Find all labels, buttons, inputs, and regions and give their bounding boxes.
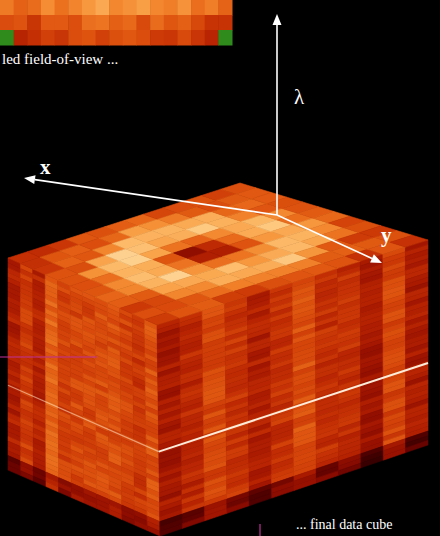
strip-pixel bbox=[136, 0, 150, 16]
spectrum-pixel bbox=[33, 476, 46, 486]
strip-pixel bbox=[109, 15, 123, 31]
emission-line bbox=[159, 363, 428, 452]
strip-pixel bbox=[82, 15, 96, 31]
strip-pixel bbox=[205, 0, 219, 16]
strip-pixel bbox=[218, 30, 232, 46]
strip-pixel bbox=[0, 30, 14, 46]
image-pixel bbox=[390, 235, 428, 247]
spectrum-pixel bbox=[406, 440, 428, 452]
cube-top-face bbox=[8, 183, 428, 325]
spectrum-pixel bbox=[46, 482, 59, 492]
strip-pixel bbox=[82, 30, 96, 46]
strip-pixel bbox=[205, 30, 219, 46]
strip-pixel bbox=[150, 30, 164, 46]
strip-pixel bbox=[14, 0, 28, 16]
strip-pixel bbox=[14, 30, 28, 46]
strip-pixel bbox=[41, 30, 55, 46]
strip-pixel bbox=[123, 30, 137, 46]
spectrum-pixel bbox=[109, 509, 122, 519]
strip-pixel bbox=[218, 15, 232, 31]
strip-pixel bbox=[0, 0, 14, 16]
slice-marker bbox=[0, 356, 97, 357]
strip-pixel bbox=[14, 15, 28, 31]
strip-pixel bbox=[96, 30, 110, 46]
spectrum-pixel bbox=[182, 516, 204, 528]
spectrum-pixel bbox=[135, 520, 148, 530]
strip-pixel bbox=[164, 15, 178, 31]
spectrum-pixel bbox=[227, 501, 249, 513]
strip-pixel bbox=[218, 0, 232, 16]
strip-pixel bbox=[55, 30, 69, 46]
strip-pixel bbox=[123, 15, 137, 31]
strip-pixel bbox=[27, 15, 41, 31]
strip-pixel bbox=[68, 15, 82, 31]
strip-pixel bbox=[109, 30, 123, 46]
strip-pixel bbox=[191, 0, 205, 16]
spectrum-pixel bbox=[339, 463, 361, 475]
emission-line bbox=[8, 385, 159, 451]
caption-note: ... final data cube bbox=[296, 517, 392, 532]
spectrum-pixel bbox=[361, 455, 383, 467]
axis-line bbox=[35, 180, 277, 215]
slice-marker bbox=[259, 524, 260, 536]
spectrum-pixel bbox=[249, 493, 271, 505]
strip-pixel bbox=[55, 0, 69, 16]
strip-pixel bbox=[136, 15, 150, 31]
strip-pixel bbox=[177, 0, 191, 16]
spectrum-pixel bbox=[122, 515, 135, 525]
spectrum-pixel bbox=[316, 471, 338, 483]
strip-pixel bbox=[82, 0, 96, 16]
axis-arrowhead bbox=[24, 175, 36, 184]
spectrum-pixel bbox=[84, 498, 97, 508]
strip-pixel bbox=[136, 30, 150, 46]
strip-pixel bbox=[150, 0, 164, 16]
strip-pixel bbox=[68, 0, 82, 16]
strip-pixel bbox=[27, 30, 41, 46]
spectrum-pixel bbox=[8, 465, 21, 475]
strip-pixel bbox=[164, 30, 178, 46]
strip-pixel bbox=[205, 15, 219, 31]
strip-pixel bbox=[0, 15, 14, 31]
strip-pixel bbox=[191, 30, 205, 46]
strip-pixel bbox=[150, 15, 164, 31]
axis-label: x bbox=[40, 156, 51, 179]
axis-label: y bbox=[381, 224, 392, 247]
axis-line bbox=[276, 25, 278, 215]
spectrum-pixel bbox=[97, 504, 110, 514]
strip-pixel bbox=[41, 15, 55, 31]
axis-line bbox=[277, 215, 372, 258]
strip-pixel bbox=[109, 0, 123, 16]
spectrum-pixel bbox=[160, 524, 182, 536]
axis-arrowhead bbox=[273, 14, 282, 25]
spectrum-pixel bbox=[21, 471, 34, 481]
strip-pixel bbox=[68, 30, 82, 46]
spectrum-pixel bbox=[71, 493, 84, 503]
strip-pixel bbox=[41, 0, 55, 16]
strip-pixel bbox=[177, 30, 191, 46]
caption-note: led field-of-view ... bbox=[2, 51, 118, 68]
strip-pixel bbox=[164, 0, 178, 16]
strip-pixel bbox=[123, 0, 137, 16]
strip-pixel bbox=[96, 15, 110, 31]
sampled-field-strip bbox=[0, 0, 233, 46]
cube-right-face bbox=[157, 240, 428, 536]
strip-pixel bbox=[191, 15, 205, 31]
spectrum-pixel bbox=[147, 526, 160, 536]
spectrum-pixel bbox=[294, 478, 316, 490]
strip-pixel bbox=[96, 0, 110, 16]
strip-pixel bbox=[55, 15, 69, 31]
strip-pixel bbox=[27, 0, 41, 16]
axis-arrowhead bbox=[370, 254, 382, 263]
strip-pixel bbox=[177, 15, 191, 31]
spectrum-pixel bbox=[383, 448, 405, 460]
spectrum-pixel bbox=[59, 487, 72, 497]
spectrum-pixel bbox=[272, 486, 294, 498]
spectrum-pixel bbox=[205, 508, 227, 520]
axis-label: λ bbox=[294, 86, 304, 109]
